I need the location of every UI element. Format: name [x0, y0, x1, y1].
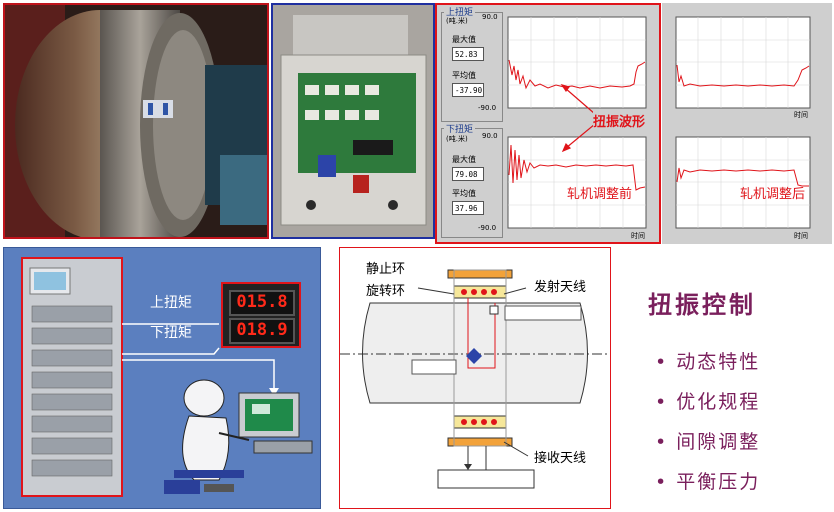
top-torque-label: 上扭矩: [150, 295, 192, 311]
telemetry-schematic: [339, 247, 625, 509]
rotating-ring-label: 旋转环: [366, 284, 406, 299]
top-max-label: 最大值: [452, 35, 476, 44]
top-torque-display: 015.8: [229, 290, 295, 316]
waveform-plots: [507, 16, 811, 229]
bullet-icon: •: [655, 351, 677, 373]
after-bottom-x-label: 时间: [794, 232, 808, 240]
bottom-max-value: 79.08: [452, 167, 484, 181]
control-title: 扭振控制: [648, 290, 756, 319]
waveform-annotation: 扭振波形: [593, 111, 646, 130]
bottom-torque-label: 下扭矩: [150, 325, 192, 341]
tx-antenna-label: 发射天线: [534, 280, 587, 295]
control-item: • 间隙调整: [655, 431, 761, 453]
bottom-torque-unit: (吨.米): [446, 135, 468, 143]
bottom-y-min: -90.0: [478, 224, 497, 232]
bottom-y-max: 90.0: [482, 132, 498, 140]
control-item: • 优化规程: [655, 391, 761, 413]
rx-antenna-label: 接收天线: [534, 451, 587, 466]
telemetry-box-photo: [271, 3, 435, 239]
top-torque-title: 上扭矩: [444, 5, 476, 18]
bottom-torque-title: 下扭矩: [444, 122, 476, 135]
control-item: • 平衡压力: [655, 471, 761, 493]
static-ring-label: 静止环: [366, 262, 406, 277]
control-item: • 动态特性: [655, 351, 761, 373]
top-y-max: 90.0: [482, 13, 498, 21]
bottom-max-label: 最大值: [452, 155, 476, 164]
top-torque-unit: (吨.米): [446, 17, 468, 25]
bullet-icon: •: [655, 471, 677, 493]
coupling-photo: [3, 3, 269, 239]
bullet-icon: •: [655, 391, 677, 413]
bottom-x-label: 时间: [631, 232, 645, 240]
after-adjust-label: 轧机调整后: [740, 187, 806, 202]
bottom-torque-display: 018.9: [229, 318, 295, 344]
top-avg-label: 平均值: [452, 71, 476, 80]
after-top-x-label: 时间: [794, 111, 808, 119]
bottom-avg-label: 平均值: [452, 189, 476, 198]
control-list: • 动态特性 • 优化规程 • 间隙调整 • 平衡压力: [655, 347, 760, 507]
top-avg-value: -37.90: [452, 83, 484, 97]
before-adjust-label: 轧机调整前: [567, 187, 633, 202]
top-y-min: -90.0: [478, 104, 497, 112]
top-max-value: 52.83: [452, 47, 484, 61]
bottom-avg-value: 37.96: [452, 201, 484, 215]
bullet-icon: •: [655, 431, 677, 453]
